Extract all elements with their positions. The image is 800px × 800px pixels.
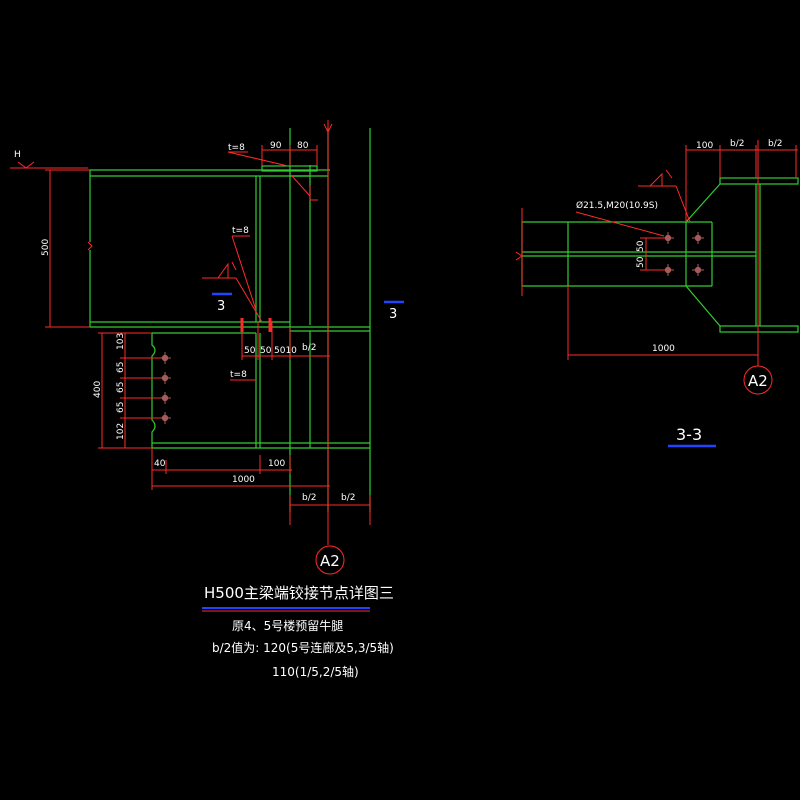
dim-bhalf-top: b/2 — [302, 343, 316, 353]
dim-bhalf1-right: b/2 — [730, 139, 744, 149]
section-ref-3-right: 3 — [389, 307, 397, 322]
label-t8-mid: t=8 — [232, 226, 249, 236]
dimension-lines-right — [515, 140, 798, 395]
dim-50b: 50 — [260, 346, 272, 356]
dim-bhalf-l: b/2 — [302, 493, 316, 503]
notes: H500主梁端铰接节点详图三 原4、5号楼预留牛腿 b/2值为: 120(5号连… — [202, 584, 394, 679]
note-line3: 110(1/5,2/5轴) — [272, 664, 359, 679]
dim-40: 40 — [154, 459, 166, 469]
dim-103: 103 — [116, 333, 126, 350]
axis-label-right: A2 — [748, 372, 768, 390]
note-line2: b/2值为: 120(5号连廊及5,3/5轴) — [212, 640, 394, 655]
dim-102: 102 — [116, 423, 126, 440]
dim-5010: 5010 — [274, 346, 297, 356]
steel-geometry — [89, 128, 371, 512]
axis-label-left: A2 — [320, 552, 340, 570]
dim-1000: 1000 — [232, 475, 255, 485]
dim-1000-right: 1000 — [652, 344, 675, 354]
dim-bhalf2-right: b/2 — [768, 139, 782, 149]
note-line1: 原4、5号楼预留牛腿 — [232, 618, 343, 633]
level-mark: H — [14, 150, 21, 160]
dim-80: 80 — [297, 141, 309, 151]
dim-90: 90 — [270, 141, 282, 151]
dim-50b-right: 50 — [636, 256, 646, 268]
dim-50a: 50 — [244, 346, 256, 356]
section-title: 3-3 — [676, 425, 702, 444]
dim-65c: 65 — [116, 402, 126, 413]
dim-bhalf-r: b/2 — [341, 493, 355, 503]
label-t8-low: t=8 — [230, 370, 247, 380]
dim-50a-right: 50 — [636, 240, 646, 252]
dim-65a: 65 — [116, 362, 126, 373]
dim-500: 500 — [41, 239, 51, 256]
label-t8-top: t=8 — [228, 143, 245, 153]
dimension-lines — [10, 120, 371, 575]
steel-geometry-right — [521, 177, 799, 333]
dim-100-right: 100 — [696, 141, 713, 151]
section-ref-3: 3 — [217, 299, 225, 314]
bolt-note: Ø21.5,M20(10.9S) — [576, 200, 658, 211]
left-detail: H t=8 t=8 t=8 3 3 90 80 500 400 103 65 6… — [10, 120, 404, 575]
right-detail: 100 b/2 b/2 Ø21.5,M20(10.9S) 50 50 1000 … — [515, 139, 799, 448]
dim-400: 400 — [93, 381, 103, 398]
dim-65b: 65 — [116, 382, 126, 393]
drawing-title: H500主梁端铰接节点详图三 — [204, 584, 394, 602]
dim-100: 100 — [268, 459, 285, 469]
